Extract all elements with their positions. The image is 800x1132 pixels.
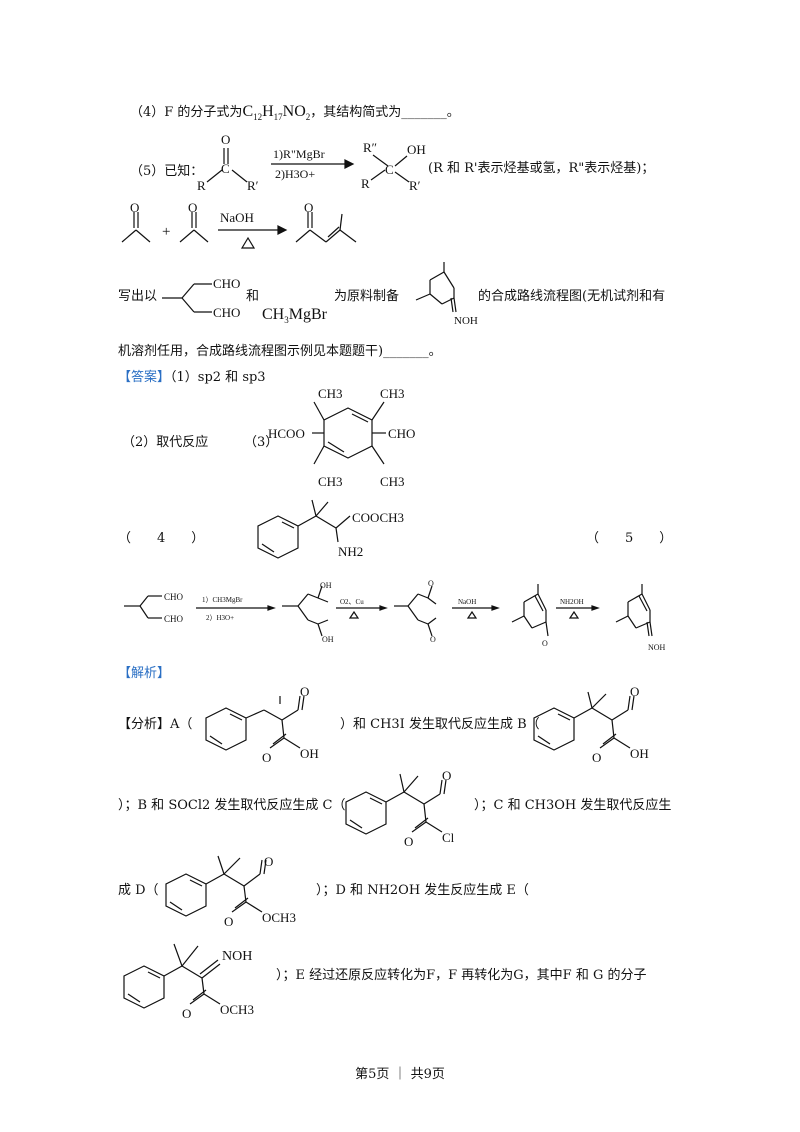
answer-5-label: （ 5 ） — [586, 531, 673, 546]
answer-label: 【答案】 — [118, 370, 171, 385]
svg-text:OH: OH — [630, 746, 649, 761]
reagent-top: 1)R"MgBr — [273, 147, 325, 161]
answer-1: （1）sp2 和 sp3 — [170, 370, 266, 385]
svg-text:CH3: CH3 — [318, 386, 343, 401]
analysis-t4: 成 D（ — [118, 883, 159, 898]
synthesis-route-scheme: CHO CHO 1）CH3MgBr 2）H3O+ OH OH O2、Cu O O Na… — [124, 579, 666, 652]
route-step2-top: O2、Cu — [340, 598, 364, 606]
compound-b-structure: O O OH — [533, 684, 649, 765]
svg-text:COOCH3: COOCH3 — [352, 510, 404, 525]
svg-text:Cl: Cl — [442, 830, 455, 845]
q5-grignard-reagent: CH3MgBr — [262, 306, 327, 326]
svg-text:NH2: NH2 — [338, 544, 363, 559]
analysis-t3: ）；C 和 CH3OH 发生取代反应生 — [474, 798, 672, 813]
compound-a-structure: O O OH — [205, 684, 319, 765]
analysis-t5: ）；D 和 NH2OH 发生反应生成 E（ — [316, 883, 529, 898]
svg-text:OH: OH — [322, 635, 334, 644]
svg-text:R′: R′ — [409, 178, 421, 193]
svg-text:OH: OH — [407, 142, 426, 157]
analysis-label: 【解析】 — [118, 666, 171, 681]
svg-text:OCH3: OCH3 — [262, 910, 296, 925]
svg-text:O: O — [182, 1006, 191, 1021]
compound-c-structure: O O Cl — [345, 768, 455, 849]
svg-text:O: O — [442, 768, 451, 783]
svg-text:CH3: CH3 — [380, 474, 405, 489]
route-step3-top: NaOH — [458, 598, 476, 606]
q5-task-suffix: 的合成路线流程图(无机试剂和有 — [478, 289, 666, 304]
svg-text:O: O — [592, 750, 601, 765]
svg-text:O: O — [430, 635, 436, 644]
plus-sign: + — [162, 224, 170, 240]
svg-text:CHO: CHO — [164, 592, 184, 602]
svg-text:O: O — [300, 684, 309, 699]
svg-text:O: O — [304, 200, 313, 215]
q4-line: （4）F 的分子式为C12H17NO2，其结构简式为_______。 — [130, 103, 460, 126]
compound-e-structure: NOH O OCH3 — [123, 943, 254, 1021]
svg-text:O: O — [221, 132, 230, 147]
svg-text:OCH3: OCH3 — [220, 1002, 254, 1017]
route-step1-top: 1）CH3MgBr — [202, 596, 243, 604]
svg-text:O: O — [542, 639, 548, 648]
svg-text:R: R — [361, 176, 370, 191]
q5-task-middle: 为原料制备 — [334, 289, 400, 304]
answer-4-structure: COOCH3 NH2 — [257, 499, 404, 559]
svg-text:C: C — [385, 162, 394, 177]
analysis-t2: ）；B 和 SOCl2 发生取代反应生成 C（ — [118, 798, 346, 813]
svg-text:NOH: NOH — [454, 315, 478, 327]
answer-4-label: （ 4 ） — [118, 531, 205, 546]
page-footer: 第5页 ｜ 共9页 — [355, 1067, 445, 1082]
svg-text:CH3: CH3 — [318, 474, 343, 489]
svg-text:CHO: CHO — [213, 276, 240, 291]
answer-2: （2）取代反应 — [122, 435, 209, 450]
analysis-fenxi: 【分析】A（ — [118, 717, 193, 732]
svg-text:HCOO: HCOO — [268, 426, 305, 441]
q5-task-and: 和 — [246, 289, 260, 304]
svg-text:O: O — [262, 750, 271, 765]
svg-text:CH3: CH3 — [380, 386, 405, 401]
svg-text:OH: OH — [300, 746, 319, 761]
svg-text:CHO: CHO — [388, 426, 415, 441]
svg-text:O: O — [224, 914, 233, 929]
route-step1-bottom: 2）H3O+ — [206, 614, 234, 622]
svg-text:NOH: NOH — [648, 643, 666, 652]
answer-line-1: 【答案】（1）sp2 和 sp3 — [118, 369, 266, 387]
svg-text:C: C — [221, 161, 230, 176]
q5-task-prefix: 写出以 — [118, 289, 158, 304]
analysis-t6: ）；E 经过还原反应转化为F，F 再转化为G，其中F 和 G 的分子 — [276, 968, 647, 983]
svg-text:R: R — [197, 178, 206, 193]
svg-text:CHO: CHO — [164, 614, 184, 624]
q5-known-label: （5）已知： — [130, 164, 204, 179]
svg-text:NOH: NOH — [222, 949, 252, 964]
grignard-reaction-scheme: O C R R′ 1)R"MgBr 2)H3O+ R″ C OH R R′ — [197, 132, 426, 193]
glutaraldehyde-structure: CHO CHO — [162, 276, 240, 320]
svg-text:O: O — [188, 200, 197, 215]
svg-text:R′: R′ — [247, 178, 259, 193]
reagent-bottom: 2)H3O+ — [275, 167, 315, 181]
svg-text:O: O — [404, 834, 413, 849]
compound-d-structure: O O OCH3 — [165, 854, 296, 929]
route-step4-top: NH2OH — [560, 598, 584, 606]
target-oxime-structure: NOH — [415, 262, 478, 327]
aldol-reaction-scheme: O + O NaOH O — [121, 200, 357, 249]
svg-text:O: O — [630, 684, 639, 699]
svg-text:O: O — [130, 200, 139, 215]
q4-prefix: （4）F 的分子式为 — [130, 105, 243, 120]
q4-suffix: ，其结构简式为_______。 — [310, 105, 460, 120]
aldol-reagent: NaOH — [220, 210, 254, 225]
svg-text:OH: OH — [320, 581, 332, 590]
q5-note: (R 和 R'表示烃基或氢，R"表示烃基)； — [428, 161, 655, 176]
svg-text:O: O — [428, 579, 434, 588]
svg-text:CHO: CHO — [213, 305, 240, 320]
answer-3-label: （3） — [244, 435, 279, 450]
svg-text:R″: R″ — [363, 140, 377, 155]
q4-formula: C12H17NO2 — [242, 103, 311, 123]
q5-task-line2: 机溶剂任用，合成路线流程图示例见本题题干)_______。 — [118, 344, 442, 359]
analysis-t1: ）和 CH3I 发生取代反应生成 B（ — [340, 717, 540, 732]
svg-text:O: O — [264, 854, 273, 869]
